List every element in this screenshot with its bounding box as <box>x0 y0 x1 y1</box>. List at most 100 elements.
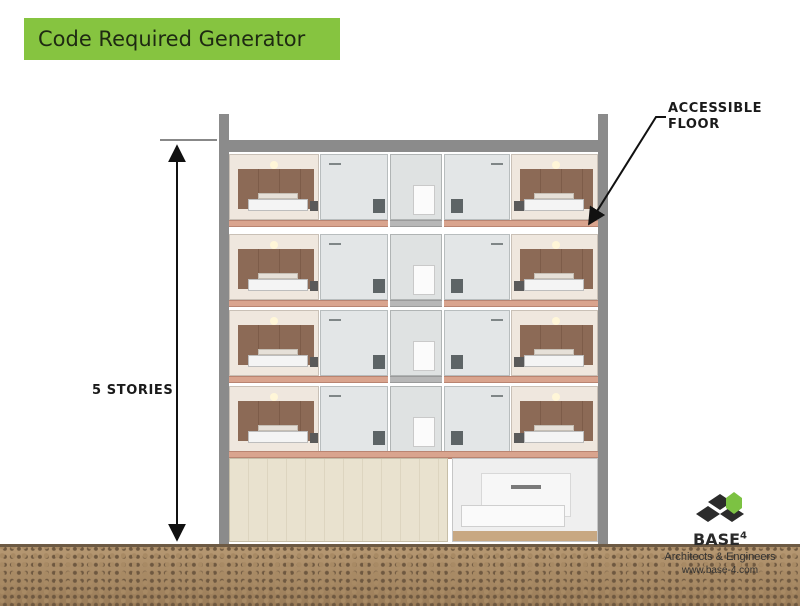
floor-slab <box>444 220 598 227</box>
ceiling-light <box>270 161 278 169</box>
parapet-left <box>219 114 229 544</box>
bathroom-right <box>444 234 510 300</box>
bathroom-right <box>444 310 510 376</box>
bath-fixture <box>373 355 385 369</box>
title-badge: Code Required Generator <box>24 18 340 60</box>
bathroom-right <box>444 386 510 452</box>
callout-line-2: FLOOR <box>668 117 720 132</box>
core-door <box>413 265 435 295</box>
callout-line-1: ACCESSIBLE <box>668 101 763 116</box>
bath-fixture <box>373 279 385 293</box>
core-door <box>413 341 435 371</box>
circulation-core <box>390 386 442 452</box>
bathroom-left <box>320 386 388 452</box>
bedroom-left <box>229 310 319 376</box>
bath-fixture <box>451 199 463 213</box>
towel-rack <box>329 395 341 400</box>
floor-slab <box>229 376 388 383</box>
bedroom-right <box>511 234 598 300</box>
bed-pillows <box>258 273 298 279</box>
bath-fixture <box>451 279 463 293</box>
towel-rack <box>329 319 341 324</box>
reception-desk <box>461 505 565 527</box>
core-door <box>413 417 435 447</box>
parapet-right <box>598 114 608 544</box>
floor-slab <box>229 300 388 307</box>
logo-tagline: Architects & Engineers <box>664 551 776 563</box>
bed <box>248 279 308 291</box>
bed-pillows <box>258 425 298 431</box>
callout-leader-arrow <box>588 116 666 226</box>
floor-slab-core <box>390 300 442 307</box>
bath-fixture <box>451 431 463 445</box>
floor-slab <box>444 300 598 307</box>
floor-slab-core <box>390 220 442 227</box>
bedroom-left <box>229 386 319 452</box>
circulation-core <box>390 310 442 376</box>
bathroom-right <box>444 154 510 220</box>
bed <box>248 199 308 211</box>
ceiling-light <box>270 393 278 401</box>
bed-pillows <box>258 193 298 199</box>
nightstand <box>310 433 318 443</box>
bathroom-left <box>320 310 388 376</box>
logo-name: BASE4 <box>660 530 780 549</box>
floor-slab <box>229 220 388 227</box>
core-door <box>413 185 435 215</box>
bath-fixture <box>373 431 385 445</box>
floor-slab <box>444 376 598 383</box>
ceiling-light <box>270 317 278 325</box>
logo-url: www.base-4.com <box>681 565 759 576</box>
ceiling-light <box>552 317 560 325</box>
circulation-core <box>390 154 442 220</box>
lobby-floor <box>453 531 597 541</box>
ceiling-light <box>552 241 560 249</box>
lobby-sign <box>511 485 541 489</box>
nightstand <box>514 357 524 367</box>
bathroom-left <box>320 234 388 300</box>
towel-rack <box>329 243 341 248</box>
accessible-floor-label: ACCESSIBLE FLOOR <box>668 101 762 133</box>
towel-rack <box>491 163 503 168</box>
ceiling-light <box>270 241 278 249</box>
bed <box>524 199 584 211</box>
ground-floor-wall-panels <box>229 458 448 542</box>
page-title: Code Required Generator <box>38 27 306 51</box>
nightstand <box>514 433 524 443</box>
bed <box>248 355 308 367</box>
ground-soil <box>0 544 800 606</box>
nightstand <box>310 357 318 367</box>
bed <box>524 279 584 291</box>
towel-rack <box>491 243 503 248</box>
ceiling-light <box>552 161 560 169</box>
nightstand <box>514 201 524 211</box>
stories-label: 5 STORIES <box>92 383 174 398</box>
towel-rack <box>491 319 503 324</box>
ground-floor-lobby <box>452 458 598 542</box>
ground-line <box>0 544 800 547</box>
bed-pillows <box>534 273 574 279</box>
bed-pillows <box>534 349 574 355</box>
circulation-core <box>390 234 442 300</box>
ceiling-light <box>552 393 560 401</box>
bath-fixture <box>451 355 463 369</box>
bed-pillows <box>534 193 574 199</box>
nightstand <box>310 201 318 211</box>
bed-pillows <box>258 349 298 355</box>
bath-fixture <box>373 199 385 213</box>
bed-pillows <box>534 425 574 431</box>
roof-slab <box>219 140 608 152</box>
base4-logo-icon <box>696 492 744 522</box>
floor-slab-core <box>390 376 442 383</box>
ground-floor-ceiling <box>229 451 598 458</box>
towel-rack <box>329 163 341 168</box>
nightstand <box>310 281 318 291</box>
logo-superscript: 4 <box>740 530 747 542</box>
bedroom-left <box>229 154 319 220</box>
bed <box>248 431 308 443</box>
logo-name-text: BASE <box>693 530 741 549</box>
bed <box>524 431 584 443</box>
bathroom-left <box>320 154 388 220</box>
nightstand <box>514 281 524 291</box>
